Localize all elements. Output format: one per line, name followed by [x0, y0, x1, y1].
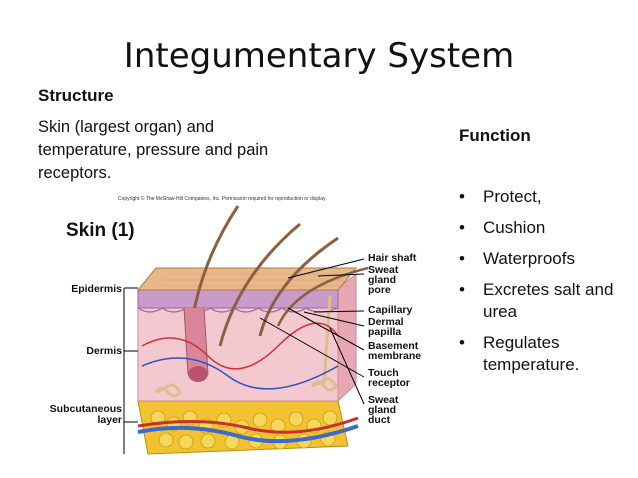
- function-item-text: Cushion: [483, 218, 545, 237]
- function-item: • Excretes salt and urea: [459, 279, 629, 323]
- bullet-icon: •: [459, 279, 465, 301]
- function-item-text: Protect,: [483, 187, 542, 206]
- function-heading: Function: [459, 126, 531, 146]
- structure-heading: Structure: [38, 86, 114, 106]
- function-item: • Cushion: [459, 217, 629, 239]
- label-dermis: Dermis: [38, 346, 122, 356]
- skin-surface: [138, 268, 356, 290]
- function-item: • Waterproofs: [459, 248, 629, 270]
- function-item-text: Excretes salt and urea: [483, 280, 613, 321]
- label-sweat-gland-duct: duct: [368, 416, 390, 426]
- label-touch-receptor: receptor: [368, 379, 410, 389]
- label-subcutaneous-layer: layer: [38, 415, 122, 425]
- label-subcutaneous: Subcutaneous: [38, 404, 122, 414]
- label-sweat-gland-pore: pore: [368, 286, 391, 296]
- function-item: • Regulates temperature.: [459, 332, 629, 376]
- bullet-icon: •: [459, 332, 465, 354]
- function-list: • Protect, • Cushion • Waterproofs • Excrete…: [459, 186, 629, 385]
- function-item: • Protect,: [459, 186, 629, 208]
- function-item-text: Regulates temperature.: [483, 333, 579, 374]
- function-item-text: Waterproofs: [483, 249, 575, 268]
- label-epidermis: Epidermis: [38, 284, 122, 294]
- slide-title: Integumentary System: [0, 36, 638, 76]
- bullet-icon: •: [459, 186, 465, 208]
- bullet-icon: •: [459, 217, 465, 239]
- skin-diagram: Copyright © The McGraw-Hill Companies, I…: [38, 196, 438, 466]
- label-basement-membrane: membrane: [368, 352, 421, 362]
- structure-text: Skin (largest organ) and temperature, pr…: [38, 116, 288, 185]
- bullet-icon: •: [459, 248, 465, 270]
- label-hair-shaft: Hair shaft: [368, 254, 416, 264]
- label-dermal-papilla: papilla: [368, 328, 401, 338]
- label-capillary: Capillary: [368, 306, 412, 316]
